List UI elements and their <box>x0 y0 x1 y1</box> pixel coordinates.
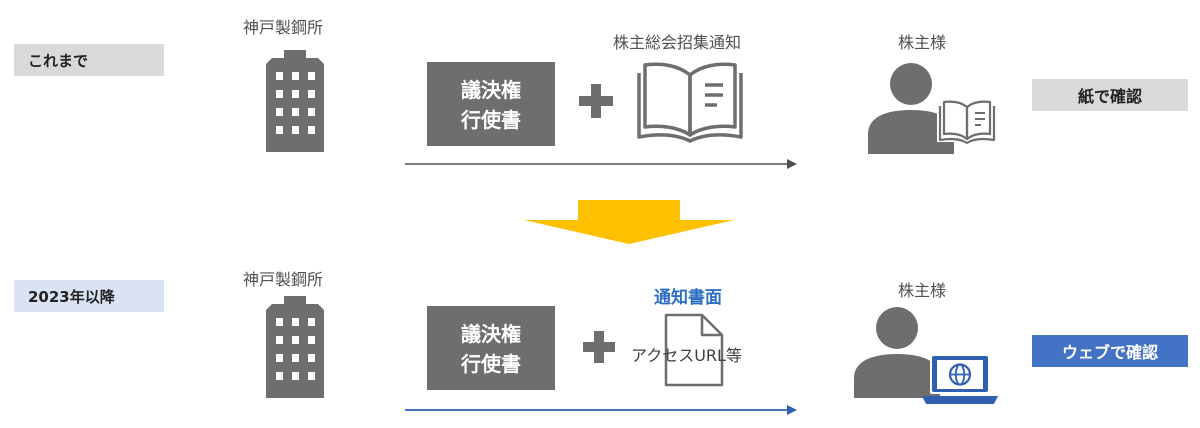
voting-form-line2: 行使書 <box>461 108 521 132</box>
open-book-icon <box>637 62 743 143</box>
confirm-paper-label: 紙で確認 <box>1032 79 1188 111</box>
confirm-web-label: ウェブで確認 <box>1032 335 1188 367</box>
voting-form-box-bottom: 議決権 行使書 <box>427 306 555 390</box>
voting-form-line2: 行使書 <box>461 352 521 376</box>
flow-line-top <box>405 159 797 169</box>
plus-icon <box>583 331 615 363</box>
company-name-top: 神戸製鋼所 <box>243 18 324 37</box>
building-icon <box>266 50 324 152</box>
person-icon <box>868 63 954 154</box>
voting-form-box-top: 議決権 行使書 <box>427 62 555 146</box>
laptop-globe-icon <box>922 354 998 404</box>
period-label-current: これまで <box>14 44 164 76</box>
notice-document-title: 通知書面 <box>654 288 722 308</box>
document-icon <box>664 313 724 387</box>
building-icon <box>266 296 324 398</box>
voting-form-line1: 議決権 <box>461 322 521 346</box>
voting-form-line1: 議決権 <box>461 78 521 102</box>
shareholder-label-top: 株主様 <box>898 33 947 52</box>
small-book-icon <box>937 100 997 145</box>
access-url-label: アクセスURL等 <box>631 346 742 365</box>
shareholder-label-bottom: 株主様 <box>898 281 947 300</box>
plus-icon <box>579 84 613 118</box>
company-name-bottom: 神戸製鋼所 <box>243 270 324 289</box>
notice-label-top: 株主総会招集通知 <box>613 33 742 52</box>
period-label-future: 2023年以降 <box>14 280 164 312</box>
flow-line-bottom <box>405 405 797 415</box>
down-arrow-icon <box>524 200 734 244</box>
person-icon <box>854 307 940 398</box>
